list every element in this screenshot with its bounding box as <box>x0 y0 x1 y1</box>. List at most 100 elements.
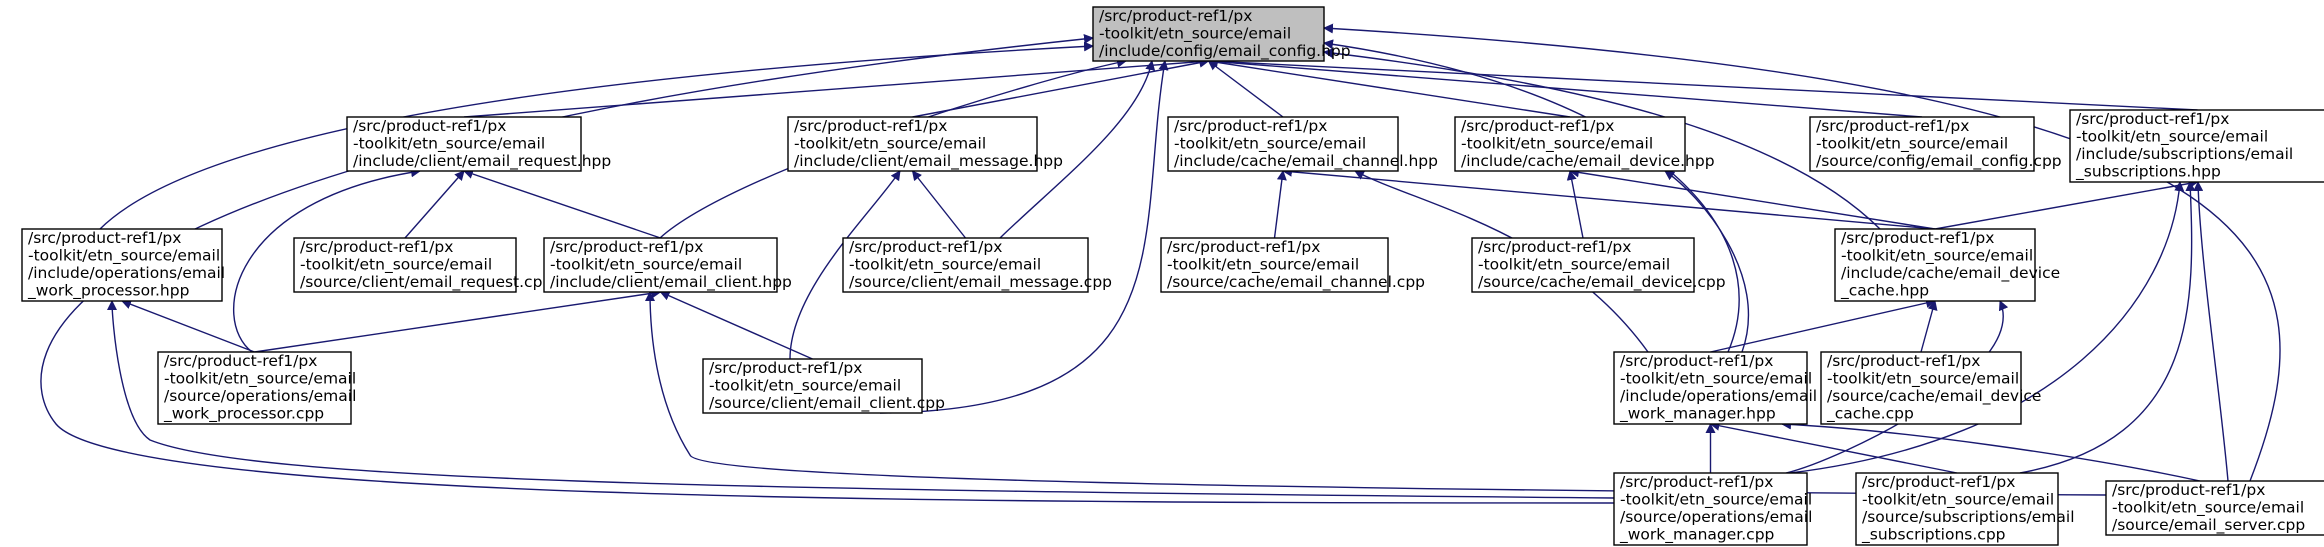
edge-line <box>1920 300 1938 353</box>
edge-line <box>1323 48 1881 230</box>
node-label-line: _work_processor.cpp <box>163 405 324 424</box>
node-label-line: /src/product-ref1/px <box>28 229 181 247</box>
node-label-line: /src/product-ref1/px <box>353 117 506 135</box>
edge-line <box>1282 166 1936 230</box>
node-label-line: -toolkit/etn_source/email <box>1816 135 2008 154</box>
node-label-line: /include/client/email_client.hpp <box>550 273 792 292</box>
node-label-line: /source/operations/email <box>1620 508 1812 526</box>
node-label-line: _subscriptions.hpp <box>2075 163 2221 182</box>
node-label-line: /src/product-ref1/px <box>550 238 703 256</box>
node-label-line: /src/product-ref1/px <box>1167 238 1320 256</box>
node-label-line: /src/product-ref1/px <box>1841 229 1994 247</box>
node-devcachecpp[interactable]: /src/product-ref1/px-toolkit/etn_source/… <box>1820 351 2041 425</box>
node-label-line: /src/product-ref1/px <box>1478 238 1631 256</box>
node-server[interactable]: /src/product-ref1/px-toolkit/etn_source/… <box>2105 480 2324 536</box>
node-box <box>1820 351 2022 425</box>
node-reqcpp[interactable]: /src/product-ref1/px-toolkit/etn_source/… <box>293 237 552 293</box>
node-label-line: _cache.cpp <box>1826 405 1914 424</box>
node-label-line: _subscriptions.cpp <box>1861 526 2006 545</box>
node-box <box>293 237 517 293</box>
node-label-line: /include/cache/email_channel.hpp <box>1174 152 1438 171</box>
node-label-line: -toolkit/etn_source/email <box>2112 499 2304 518</box>
node-box <box>1809 116 2035 172</box>
node-label-line: /source/cache/email_channel.cpp <box>1167 273 1425 292</box>
node-wmgrcpp[interactable]: /src/product-ref1/px-toolkit/etn_source/… <box>1613 472 1812 546</box>
node-label-line: /src/product-ref1/px <box>709 359 862 377</box>
edge-line <box>107 300 1615 499</box>
edge-wproccpp-to-client <box>254 288 662 353</box>
node-label-line: -toolkit/etn_source/email <box>794 135 986 154</box>
node-wmgr[interactable]: /src/product-ref1/px-toolkit/etn_source/… <box>1613 351 1817 425</box>
node-label-line: /include/subscriptions/email <box>2076 145 2293 163</box>
node-label-line: /source/cache/email_device.cpp <box>1478 273 1726 292</box>
node-dev[interactable]: /src/product-ref1/px-toolkit/etn_source/… <box>1454 116 1715 172</box>
edge-line <box>1273 170 1287 239</box>
node-label-line: -toolkit/etn_source/email <box>1841 247 2033 266</box>
node-cfg[interactable]: /src/product-ref1/px-toolkit/etn_source/… <box>1092 6 1351 62</box>
edge-clientcpp-to-msg <box>789 170 901 360</box>
edge-line <box>463 169 661 239</box>
node-devcpp[interactable]: /src/product-ref1/px-toolkit/etn_source/… <box>1471 237 1726 293</box>
edge-client-to-req <box>463 169 661 239</box>
edge-line <box>999 60 1156 239</box>
edge-reqcpp-to-req <box>404 170 465 239</box>
edge-line <box>1709 420 1958 474</box>
node-label-line: -toolkit/etn_source/email <box>300 256 492 275</box>
node-label-line: /src/product-ref1/px <box>849 238 1002 256</box>
node-box <box>1092 6 1325 62</box>
node-label-line: /source/email_server.cpp <box>2112 516 2305 535</box>
edge-wmgr-to-dev <box>1664 170 1749 353</box>
node-label-line: /src/product-ref1/px <box>2112 481 2265 499</box>
node-label-line: /src/product-ref1/px <box>1620 473 1773 491</box>
node-box <box>346 116 582 172</box>
node-box <box>1613 472 1808 546</box>
node-chancpp[interactable]: /src/product-ref1/px-toolkit/etn_source/… <box>1160 237 1425 293</box>
edge-line <box>1354 170 1649 353</box>
node-box <box>2069 109 2324 183</box>
node-box <box>1167 116 1399 172</box>
edge-chancpp-to-chan <box>1273 170 1287 239</box>
edge-line <box>40 33 1615 504</box>
node-box <box>157 351 352 425</box>
node-clientcpp[interactable]: /src/product-ref1/px-toolkit/etn_source/… <box>702 358 945 414</box>
node-subscpp[interactable]: /src/product-ref1/px-toolkit/etn_source/… <box>1855 472 2075 546</box>
node-req[interactable]: /src/product-ref1/px-toolkit/etn_source/… <box>346 116 611 172</box>
edge-clientcpp-to-cfg <box>879 60 1169 414</box>
node-subs[interactable]: /src/product-ref1/px-toolkit/etn_source/… <box>2069 109 2324 183</box>
edge-line <box>1781 419 2201 482</box>
node-cfgcpp[interactable]: /src/product-ref1/px-toolkit/etn_source/… <box>1809 116 2062 172</box>
edge-clientcpp-to-client <box>659 291 813 360</box>
edge-subs-to-cfg <box>1207 56 2198 111</box>
node-label-line: /src/product-ref1/px <box>164 352 317 370</box>
node-label-line: -toolkit/etn_source/email <box>1827 370 2019 389</box>
node-client[interactable]: /src/product-ref1/px-toolkit/etn_source/… <box>543 237 792 293</box>
edge-line <box>911 170 967 239</box>
node-chan[interactable]: /src/product-ref1/px-toolkit/etn_source/… <box>1167 116 1438 172</box>
node-label-line: /source/subscriptions/email <box>1862 508 2075 526</box>
edge-line <box>2193 181 2229 482</box>
node-wproc[interactable]: /src/product-ref1/px-toolkit/etn_source/… <box>21 228 225 302</box>
edge-line <box>1207 57 1571 118</box>
node-box <box>1454 116 1686 172</box>
edge-msgcpp-to-msg <box>911 170 967 239</box>
node-label-line: /include/operations/email <box>1620 387 1817 405</box>
edge-server-to-subs <box>2193 181 2229 482</box>
node-label-line: /src/product-ref1/px <box>2076 110 2229 128</box>
edge-line <box>1569 167 1936 230</box>
node-box <box>1613 351 1808 425</box>
edge-line <box>879 60 1169 414</box>
node-devcache[interactable]: /src/product-ref1/px-toolkit/etn_source/… <box>1834 228 2060 302</box>
edge-subscpp-to-subs <box>2019 181 2196 474</box>
node-msgcpp[interactable]: /src/product-ref1/px-toolkit/etn_source/… <box>842 237 1112 293</box>
edge-subscpp-to-wmgr <box>1709 420 1958 474</box>
node-wproccpp[interactable]: /src/product-ref1/px-toolkit/etn_source/… <box>157 351 356 425</box>
edge-wmgrcpp-to-cfg <box>40 33 1615 504</box>
edge-chan-to-cfg <box>1207 60 1284 118</box>
node-label-line: /source/client/email_message.cpp <box>849 273 1112 292</box>
node-msg[interactable]: /src/product-ref1/px-toolkit/etn_source/… <box>787 116 1063 172</box>
node-label-line: -toolkit/etn_source/email <box>1862 491 2054 510</box>
node-box <box>543 237 778 293</box>
edge-line <box>1664 170 1749 353</box>
node-box <box>1834 228 2036 302</box>
edge-line <box>1207 60 1284 118</box>
